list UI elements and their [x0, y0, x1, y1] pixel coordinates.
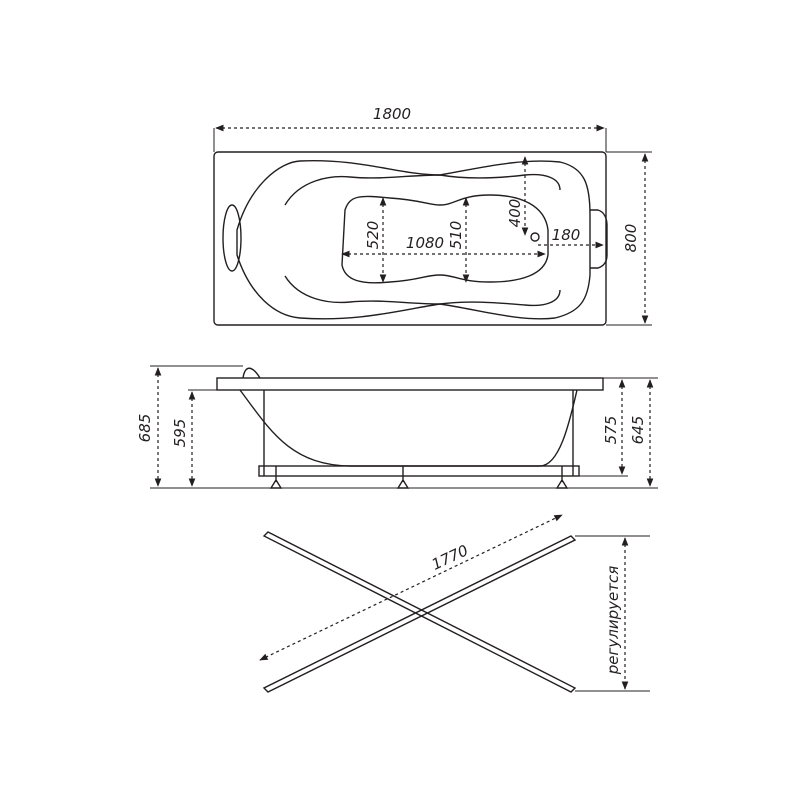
- dim-headrest-height: 685: [136, 414, 154, 443]
- frame-view: регулируется 1770: [259, 514, 650, 693]
- legs: [269, 466, 569, 489]
- dim-bottom-length: 1080: [406, 234, 444, 252]
- dim-drain-end: 180: [552, 226, 581, 244]
- dim-width: 800: [622, 224, 640, 253]
- bowl-bottom: [341, 194, 549, 284]
- tub-outer-rim: [213, 151, 607, 326]
- headrest: [222, 204, 242, 272]
- frame: [258, 465, 580, 477]
- adjustable-label: регулируется: [604, 566, 622, 675]
- rail-a: [262, 531, 577, 693]
- rim: [216, 377, 604, 391]
- side-view: 685 595 575 645: [136, 365, 658, 489]
- bowl-outline: [236, 159, 591, 320]
- dim-bottom-width-left: 520: [364, 221, 382, 250]
- tub-body: [239, 389, 578, 467]
- top-view: 1800 800 1080 520 510 400 180: [213, 105, 652, 326]
- dim-rim-right: 645: [629, 416, 647, 445]
- dim-drain-side: 400: [506, 199, 524, 228]
- headrest-profile: [242, 367, 261, 379]
- dim-frame-height: 575: [602, 416, 620, 445]
- dim-length: 1800: [373, 105, 411, 123]
- dim-rim-left: 595: [171, 419, 189, 448]
- dim-bottom-width-right: 510: [447, 221, 465, 250]
- drain: [530, 232, 540, 242]
